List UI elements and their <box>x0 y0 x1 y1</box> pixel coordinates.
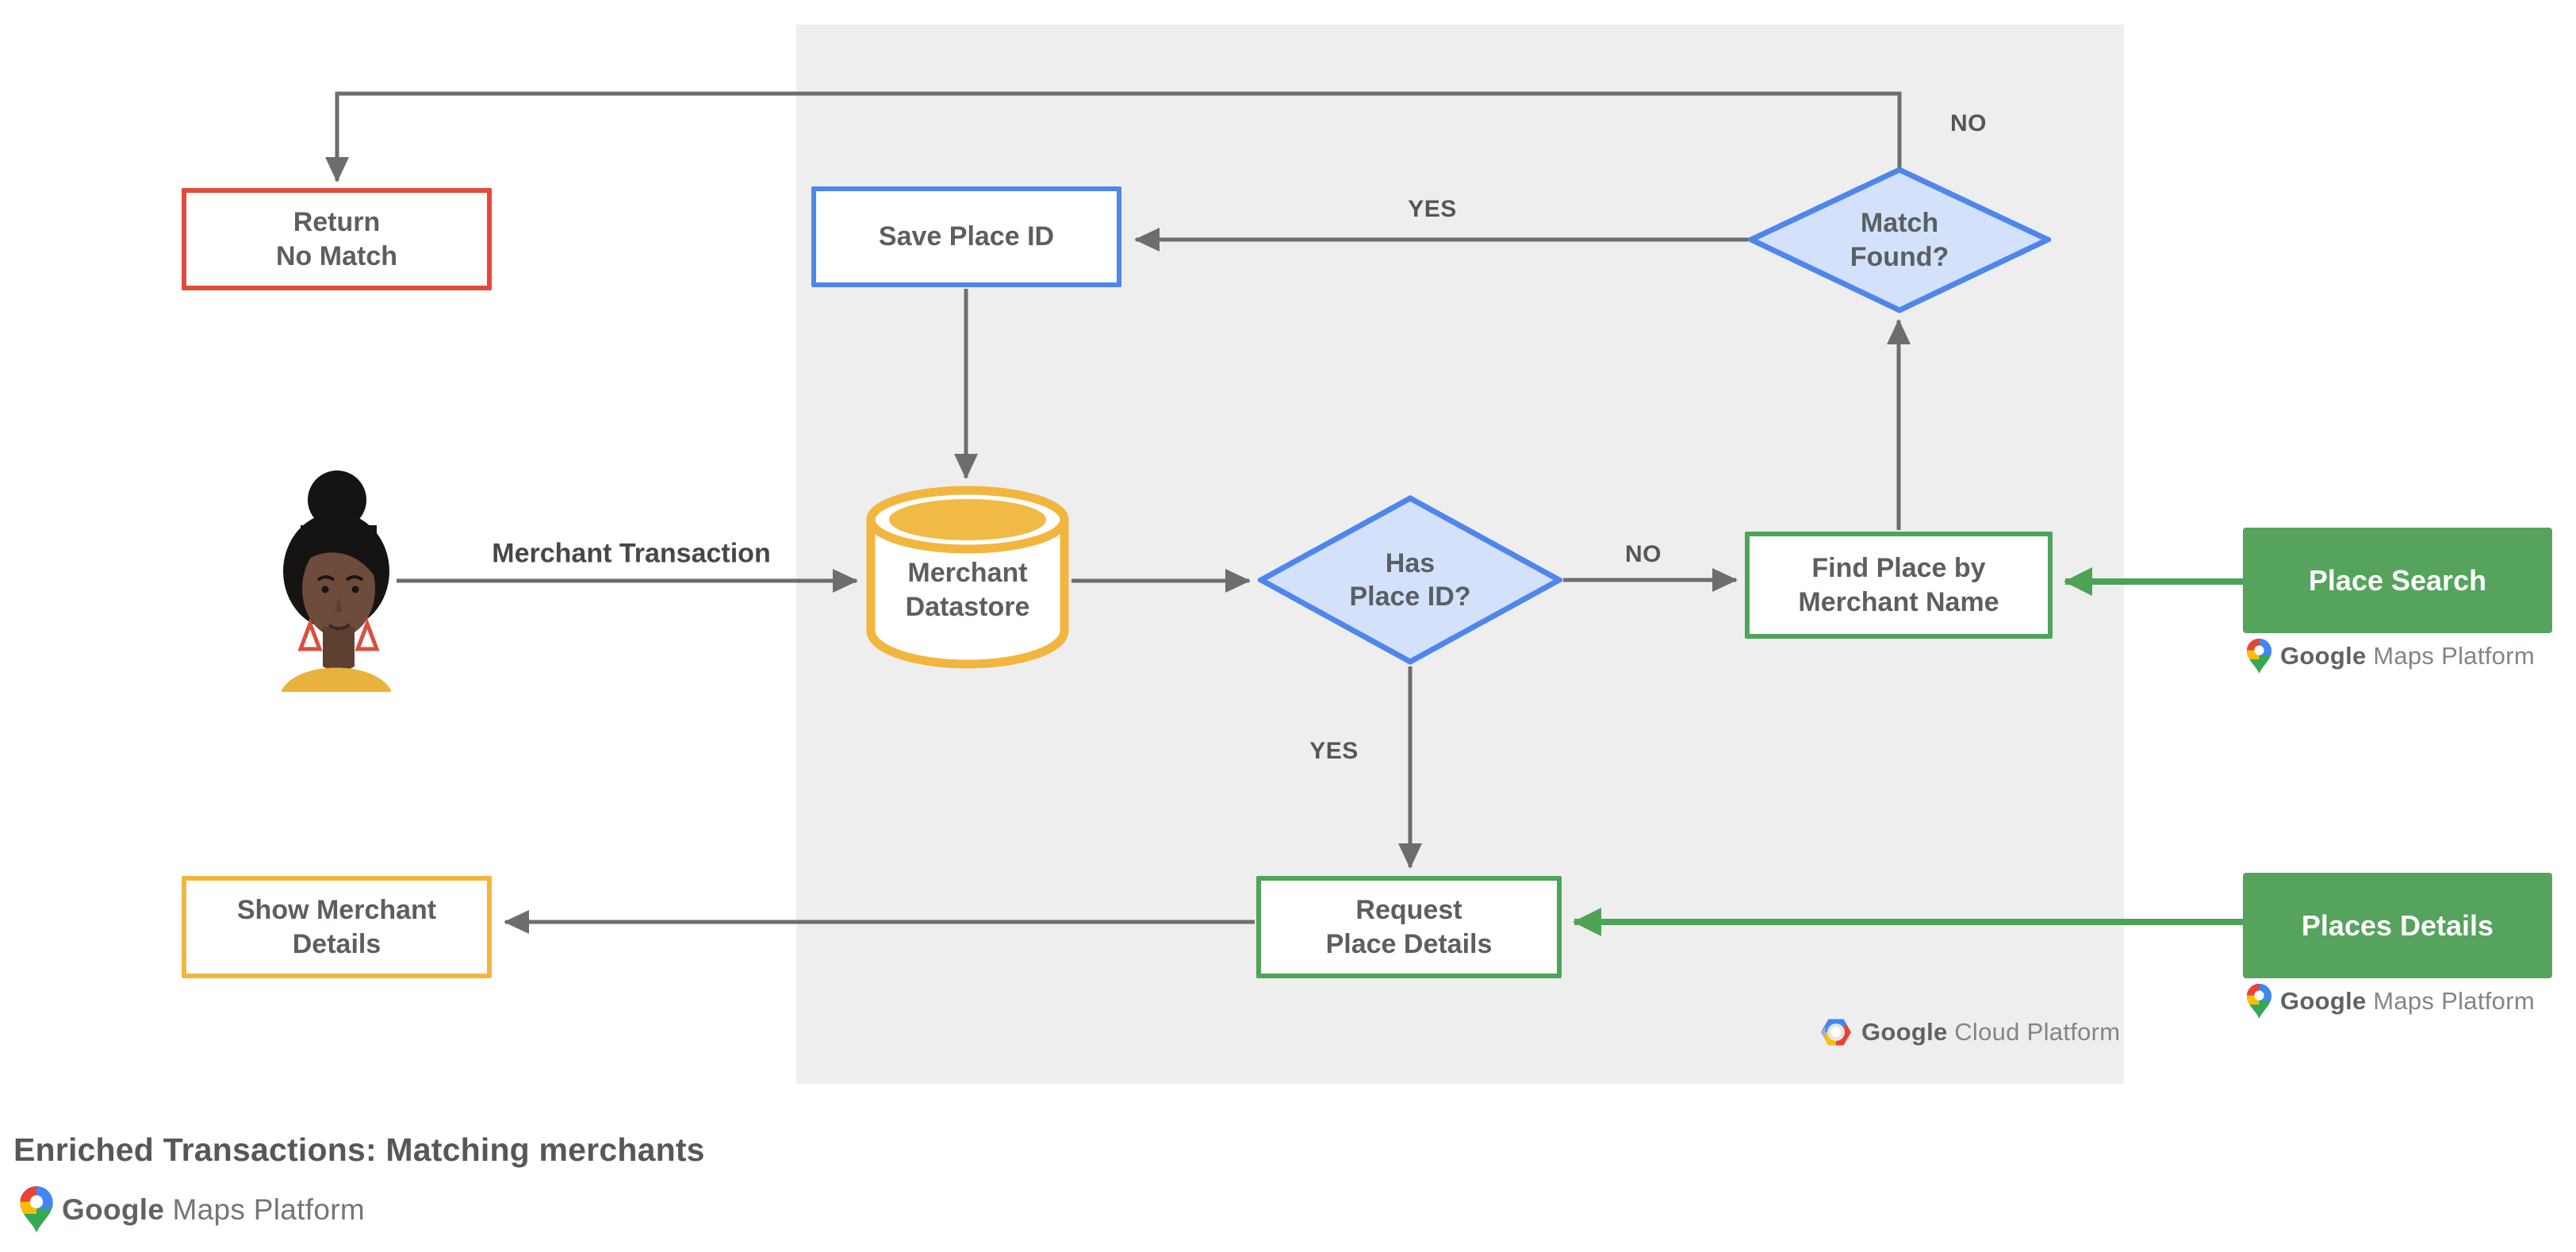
edge-label-no: NO <box>1625 541 1662 567</box>
diamond-shape <box>1258 495 1562 665</box>
node-label: Show Merchant Details <box>236 895 437 959</box>
edge-label-yes: YES <box>1408 196 1457 222</box>
maps-pin-icon <box>2246 638 2272 674</box>
cylinder-shape <box>866 486 1069 669</box>
node-label: Place Search <box>2308 564 2487 597</box>
edge-match-found-no-return <box>325 91 1902 182</box>
edge-label-merchant-transaction: Merchant Transaction <box>492 538 771 569</box>
logo-product: Cloud Platform <box>1954 1018 2121 1046</box>
google-maps-platform-logo: Google Maps Platform <box>2246 983 2535 1020</box>
decision-label: Has Place ID? <box>1349 547 1471 613</box>
edge-label-no: NO <box>1950 110 1987 136</box>
logo-product: Maps Platform <box>2373 642 2535 670</box>
logo-product: Maps Platform <box>172 1192 365 1226</box>
maps-pin-icon <box>2246 983 2272 1020</box>
cloud-hexagon-icon <box>1821 1019 1851 1046</box>
node-request-place-details: Request Place Details <box>1256 876 1562 978</box>
earring-left <box>297 617 323 651</box>
edge-label-yes: YES <box>1309 738 1359 764</box>
node-label: Save Place ID <box>878 221 1055 252</box>
google-maps-platform-logo-footer: Google Maps Platform <box>19 1185 365 1234</box>
maps-pin-icon <box>20 1186 53 1233</box>
node-label: Merchant Datastore <box>905 558 1030 622</box>
diagram-title: Enriched Transactions: Matching merchant… <box>13 1131 705 1168</box>
logo-brand: Google <box>2280 987 2367 1015</box>
earring-right <box>355 617 380 651</box>
node-return-no-match: Return No Match <box>182 188 492 290</box>
diamond-shape <box>1748 167 2051 313</box>
node-place-search-api: Place Search <box>2243 528 2552 633</box>
decision-has-place-id: Has Place ID? <box>1258 495 1562 665</box>
logo-product: Maps Platform <box>2373 987 2535 1015</box>
decision-label: Match Found? <box>1850 208 1949 272</box>
node-find-place-by-merchant-name: Find Place by Merchant Name <box>1745 532 2053 639</box>
merchant-user-avatar <box>282 470 391 692</box>
node-label: Request Place Details <box>1325 895 1493 959</box>
logo-brand: Google <box>1861 1018 1948 1046</box>
node-label: Places Details <box>2301 909 2494 942</box>
logo-brand: Google <box>2280 642 2367 670</box>
google-maps-platform-logo: Google Maps Platform <box>2246 638 2535 674</box>
node-show-merchant-details: Show Merchant Details <box>182 876 492 978</box>
node-label: Find Place by Merchant Name <box>1798 553 1999 617</box>
google-cloud-platform-logo: Google Cloud Platform <box>1819 1016 2120 1048</box>
decision-match-found: Match Found? <box>1748 167 2051 313</box>
node-places-details-api: Places Details <box>2243 873 2552 978</box>
logo-brand: Google <box>62 1192 165 1226</box>
node-label: Return No Match <box>276 207 397 271</box>
node-merchant-datastore: Merchant Datastore <box>865 485 1070 670</box>
node-save-place-id: Save Place ID <box>811 186 1121 287</box>
